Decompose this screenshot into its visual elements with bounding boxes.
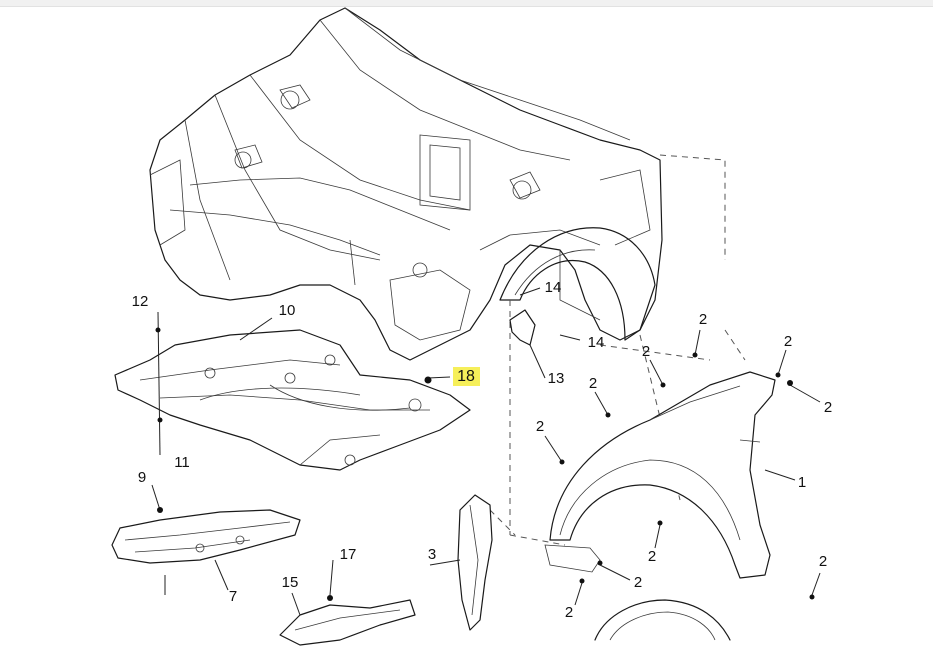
callout-12: 12 bbox=[132, 293, 149, 310]
callout-18: 18 bbox=[457, 368, 475, 385]
side-air-baffle bbox=[457, 494, 493, 631]
callout-18-highlight bbox=[453, 367, 480, 386]
callout-labels: 12 10 11 9 7 17 15 3 18 14 14 13 2 2 2 2… bbox=[132, 279, 833, 621]
callout-14-upper: 14 bbox=[545, 279, 562, 296]
callout-2-j: 2 bbox=[819, 553, 827, 570]
callout-2-a: 2 bbox=[699, 311, 707, 328]
leader-lines bbox=[151, 287, 821, 616]
callout-7: 7 bbox=[229, 588, 237, 605]
callout-2-i: 2 bbox=[565, 604, 573, 621]
front-body-structure bbox=[149, 7, 663, 361]
callout-2-c: 2 bbox=[589, 375, 597, 392]
front-fender bbox=[544, 371, 776, 579]
callout-13: 13 bbox=[548, 370, 565, 387]
dashed-reference-lines bbox=[489, 154, 746, 546]
fender-bracket bbox=[509, 309, 536, 346]
callout-2-f: 2 bbox=[824, 399, 832, 416]
callout-9: 9 bbox=[138, 469, 146, 486]
engine-splash-shield bbox=[114, 329, 471, 471]
callout-10: 10 bbox=[279, 302, 296, 319]
callout-3: 3 bbox=[428, 546, 436, 563]
callout-17: 17 bbox=[340, 546, 357, 563]
callout-14-lower: 14 bbox=[588, 334, 605, 351]
wheel-well-liner bbox=[499, 227, 656, 341]
inner-fender-liner bbox=[594, 599, 731, 641]
lower-air-deflector bbox=[111, 509, 301, 564]
top-border-strip bbox=[0, 0, 933, 7]
callout-11: 11 bbox=[174, 454, 190, 471]
bottom-bracket bbox=[279, 599, 416, 646]
callout-2-d: 2 bbox=[536, 418, 544, 435]
callout-1: 1 bbox=[798, 474, 806, 491]
callout-15: 15 bbox=[282, 574, 299, 591]
callout-2-b: 2 bbox=[642, 343, 650, 360]
callout-2-h: 2 bbox=[634, 574, 642, 591]
callout-2-g: 2 bbox=[648, 548, 656, 565]
callout-2-e: 2 bbox=[784, 333, 792, 350]
